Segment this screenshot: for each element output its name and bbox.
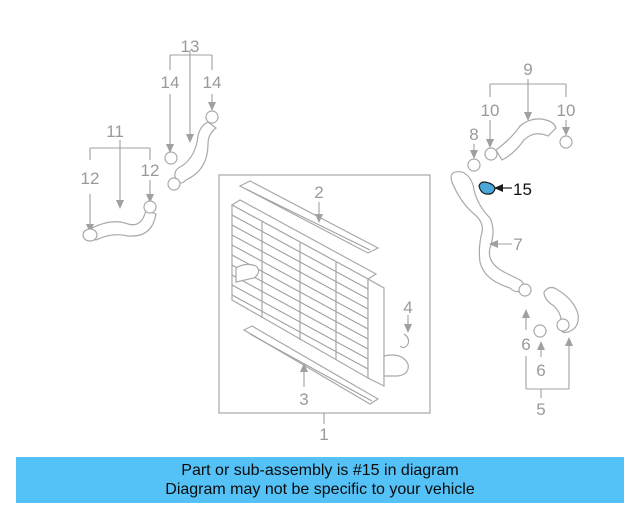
callout-6-right: 6 [536,361,545,380]
parts-diagram: 1 2 3 4 5 6 6 7 8 9 10 10 11 12 12 13 14… [81,37,579,444]
callout-13: 13 [181,37,200,56]
clamp-6-left [533,324,547,338]
callout-10-left: 10 [481,101,500,120]
info-banner: Part or sub-assembly is #15 in diagram D… [16,457,624,503]
radiator-outlet-neck [383,354,409,377]
lower-right-hose [543,286,579,334]
clamp-14-right [205,110,219,124]
clamp-10-left [484,147,498,161]
banner-line-1: Part or sub-assembly is #15 in diagram [181,462,459,479]
callout-3: 3 [299,390,308,409]
right-hose-group [450,79,579,398]
radiator-side-tank [367,277,385,387]
drain-plug [399,333,410,349]
clamp-6-right [556,318,570,332]
pipe-7-end [518,283,532,297]
callout-4: 4 [403,298,412,317]
callout-1: 1 [319,425,328,444]
upper-seal-strip [238,180,380,254]
callout-7: 7 [513,235,522,254]
callout-12-left: 12 [81,169,100,188]
radiator-inlet-neck [235,263,260,283]
upper-left-hose [174,121,217,184]
callout-8: 8 [469,125,478,144]
lower-seal-strip [242,325,380,405]
callout-11: 11 [106,122,124,141]
highlighted-part-15 [478,181,512,195]
banner-line-2: Diagram may not be specific to your vehi… [165,481,475,498]
callout-14-right: 14 [203,73,222,92]
lower-left-hose [91,209,157,241]
hose-end-upper-left [167,177,181,191]
callout-2: 2 [314,183,323,202]
clamp-12-right [143,200,157,214]
callout-12-right: 12 [141,161,160,180]
callout-labels: 1 2 3 4 5 6 6 7 8 9 10 10 11 12 12 13 14… [81,37,576,444]
upper-right-hose [495,118,557,161]
callout-14-left: 14 [161,73,180,92]
clamp-8 [467,158,481,172]
callout-10-right: 10 [557,101,576,120]
clamp-14-left [164,151,178,165]
left-hose-group [82,50,219,242]
callout-15-highlighted: 15 [513,180,532,199]
callout-5: 5 [536,400,545,419]
clamp-10-right [559,135,573,149]
callout-9: 9 [523,60,532,79]
clamp-12-left [82,228,98,242]
radiator-assembly [218,174,431,424]
callout-6-left: 6 [521,335,530,354]
